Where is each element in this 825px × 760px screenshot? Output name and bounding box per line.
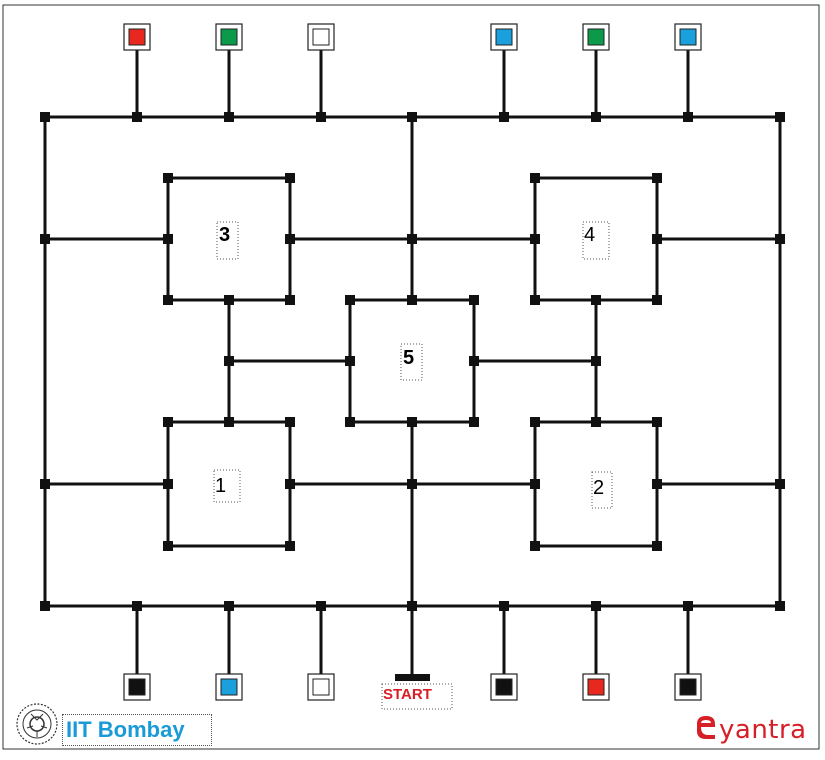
zone-3: 3 bbox=[216, 221, 239, 260]
track-node bbox=[652, 295, 662, 305]
track-node bbox=[316, 112, 326, 122]
zone-4-label: 4 bbox=[584, 224, 595, 246]
start-label: START bbox=[383, 686, 432, 703]
track-node bbox=[407, 234, 417, 244]
track-node bbox=[40, 601, 50, 611]
track-node bbox=[591, 356, 601, 366]
track-node bbox=[224, 112, 234, 122]
bottom-marker-3 bbox=[307, 673, 335, 701]
track-node bbox=[40, 112, 50, 122]
track-node bbox=[345, 356, 355, 366]
track-node bbox=[591, 601, 601, 611]
track-node bbox=[224, 417, 234, 427]
track-node bbox=[285, 295, 295, 305]
track-node bbox=[224, 295, 234, 305]
zone-5-label: 5 bbox=[403, 347, 414, 369]
track-node bbox=[530, 541, 540, 551]
track-node bbox=[530, 295, 540, 305]
start-bar bbox=[395, 674, 430, 681]
track-node bbox=[132, 112, 142, 122]
track-node bbox=[652, 173, 662, 183]
track-nodes bbox=[40, 112, 785, 611]
track-node bbox=[407, 601, 417, 611]
track-node bbox=[499, 112, 509, 122]
zone-1-label: 1 bbox=[215, 475, 226, 497]
bottom-marker-5 bbox=[582, 673, 610, 701]
bottom-marker-6 bbox=[674, 673, 702, 701]
track-node bbox=[40, 234, 50, 244]
track-node bbox=[224, 356, 234, 366]
zone-1: 1 bbox=[213, 469, 241, 503]
track-node bbox=[163, 541, 173, 551]
top-marker-5 bbox=[582, 23, 610, 51]
track-node bbox=[499, 601, 509, 611]
track-node bbox=[530, 479, 540, 489]
top-marker-1 bbox=[123, 23, 151, 51]
track-node bbox=[775, 479, 785, 489]
track-node bbox=[469, 295, 479, 305]
track-node bbox=[163, 479, 173, 489]
zone-2-label: 2 bbox=[593, 477, 604, 499]
zone-5: 5 bbox=[400, 343, 423, 381]
track-node bbox=[407, 479, 417, 489]
track-node bbox=[469, 417, 479, 427]
track-node bbox=[652, 541, 662, 551]
track-node bbox=[683, 601, 693, 611]
track-node bbox=[775, 601, 785, 611]
track-node bbox=[163, 417, 173, 427]
track-node bbox=[775, 234, 785, 244]
track-node bbox=[40, 479, 50, 489]
iit-bombay-logo-text: IIT Bombay bbox=[62, 714, 212, 746]
start-label-box bbox=[381, 683, 453, 710]
track-node bbox=[224, 601, 234, 611]
track-node bbox=[285, 417, 295, 427]
top-marker-4 bbox=[490, 23, 518, 51]
track-node bbox=[530, 417, 540, 427]
bottom-marker-1 bbox=[123, 673, 151, 701]
bottom-marker-4 bbox=[490, 673, 518, 701]
track-node bbox=[285, 541, 295, 551]
track-node bbox=[132, 601, 142, 611]
track-node bbox=[345, 295, 355, 305]
eyantra-logo: yantra bbox=[697, 715, 804, 745]
track-node bbox=[591, 417, 601, 427]
track-node bbox=[163, 295, 173, 305]
track-node bbox=[285, 173, 295, 183]
track-node bbox=[530, 234, 540, 244]
track-node bbox=[652, 479, 662, 489]
track-node bbox=[163, 173, 173, 183]
track-node bbox=[469, 356, 479, 366]
track-node bbox=[652, 417, 662, 427]
track-node bbox=[163, 234, 173, 244]
zone-3-label: 3 bbox=[219, 224, 230, 246]
track-node bbox=[407, 112, 417, 122]
track-node bbox=[285, 479, 295, 489]
track-node bbox=[530, 173, 540, 183]
track-node bbox=[285, 234, 295, 244]
top-marker-6 bbox=[674, 23, 702, 51]
track-node bbox=[591, 295, 601, 305]
track-node bbox=[775, 112, 785, 122]
bottom-marker-2 bbox=[215, 673, 243, 701]
track-node bbox=[407, 417, 417, 427]
zone-4: 4 bbox=[582, 221, 610, 260]
iit-bombay-emblem-icon bbox=[16, 703, 58, 745]
eyantra-logo-text: yantra bbox=[719, 715, 804, 745]
color-markers bbox=[123, 23, 702, 701]
zone-2: 2 bbox=[591, 471, 613, 509]
track-node bbox=[316, 601, 326, 611]
top-marker-2 bbox=[215, 23, 243, 51]
track-node bbox=[652, 234, 662, 244]
track-node bbox=[407, 295, 417, 305]
track-node bbox=[683, 112, 693, 122]
track-node bbox=[591, 112, 601, 122]
top-marker-3 bbox=[307, 23, 335, 51]
track-node bbox=[345, 417, 355, 427]
